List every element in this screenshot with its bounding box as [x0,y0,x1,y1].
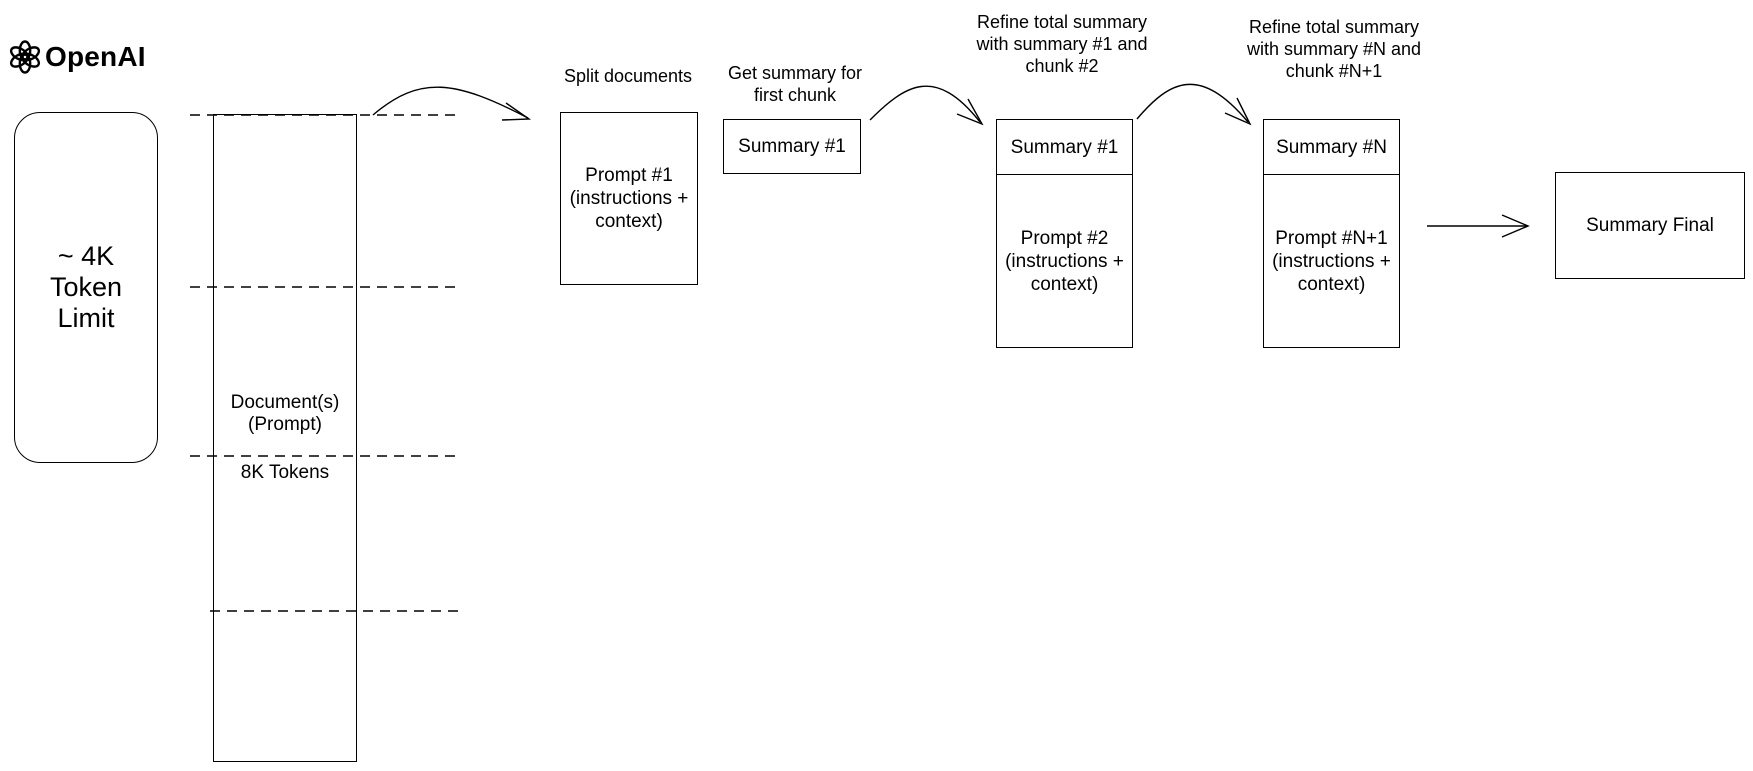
stack-1-summary-box: Summary #1 [996,119,1133,175]
summary-final-text: Summary Final [1586,215,1714,236]
arrow-split-curve [372,86,529,119]
arrow-refine-1-curve [869,85,981,123]
prompt-1-text: Prompt #1 (instructions + context) [569,165,689,232]
document-column [213,114,357,762]
arrow-refine-n-head [1224,97,1252,126]
openai-logo-icon [9,40,41,74]
arrow-refine-n-curve [1136,83,1249,123]
refine-1-label: Refine total summary with summary #1 and… [976,12,1148,76]
stack-n-summary-text: Summary #N [1276,136,1387,158]
brand-logo: OpenAI [8,40,146,74]
token-limit-box: ~ 4K Token Limit [14,112,158,463]
arrow-refine-1-head [956,98,984,126]
document-tokens-label: 8K Tokens [240,462,330,483]
prompt-1-box: Prompt #1 (instructions + context) [560,112,698,285]
brand-name: OpenAI [45,41,146,72]
arrow-final-head [1501,214,1530,238]
summary-final-box: Summary Final [1555,172,1745,279]
prompt-n1-box: Prompt #N+1 (instructions + context) [1263,174,1400,348]
prompt-n1-text: Prompt #N+1 (instructions + context) [1272,227,1391,295]
first-summary-label: Get summary for first chunk [727,63,863,105]
prompt-2-text: Prompt #2 (instructions + context) [1005,227,1124,295]
stack-n-summary-box: Summary #N [1263,119,1400,175]
summary-1-box: Summary #1 [723,119,861,174]
token-limit-text: ~ 4K Token Limit [49,241,123,333]
split-documents-label: Split documents [563,66,693,86]
refine-n-label: Refine total summary with summary #N and… [1246,17,1422,81]
stack-1-summary-text: Summary #1 [1010,136,1119,158]
summary-1-text: Summary #1 [738,136,846,157]
document-label: Document(s) (Prompt) [230,392,340,435]
arrow-split-head [501,102,532,121]
prompt-2-box: Prompt #2 (instructions + context) [996,174,1133,348]
